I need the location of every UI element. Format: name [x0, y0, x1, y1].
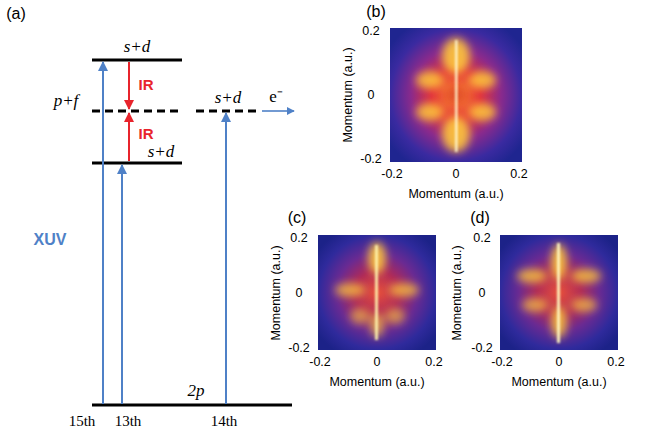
ir-label: IR — [139, 77, 154, 92]
tick-label: -0.2 — [491, 356, 513, 369]
harmonic-label: 14th — [211, 414, 238, 429]
ir-label: IR — [139, 126, 154, 141]
tick-label: 0.2 — [510, 168, 527, 181]
tick-label: 0 — [296, 287, 303, 300]
tick-label: -0.2 — [288, 342, 310, 355]
level-label: 2p — [188, 382, 205, 399]
tick-label: 0.2 — [607, 356, 624, 369]
tick-label: -0.2 — [471, 342, 493, 355]
panel-label: (a) — [6, 6, 26, 22]
axis-title: Momentum (a.u.) — [408, 188, 503, 201]
xuv-label: XUV — [34, 232, 67, 248]
tick-label: 0 — [374, 356, 381, 369]
harmonic-label: 15th — [69, 414, 96, 429]
momentum-image — [390, 28, 522, 162]
axis-title: Momentum (a.u.) — [511, 376, 606, 389]
panel-label: (c) — [288, 210, 307, 226]
tick-label: 0 — [556, 356, 563, 369]
axis-title: Momentum (a.u.) — [451, 245, 464, 340]
tick-label: -0.2 — [360, 153, 382, 166]
electron-label: e⁻ — [269, 88, 283, 105]
tick-label: 0 — [368, 89, 375, 102]
tick-label: 0 — [453, 168, 460, 181]
tick-label: 0.2 — [473, 232, 490, 245]
panel-label: (d) — [470, 210, 490, 226]
panel-label: (b) — [366, 4, 386, 20]
level-label: p+f — [54, 92, 79, 109]
tick-label: -0.2 — [381, 168, 403, 181]
momentum-image — [500, 235, 618, 350]
tick-label: -0.2 — [309, 356, 331, 369]
tick-label: 0.2 — [425, 356, 442, 369]
axis-title: Momentum (a.u.) — [270, 245, 283, 340]
axis-title: Momentum (a.u.) — [329, 376, 424, 389]
level-label: s+d — [148, 143, 175, 160]
tick-label: 0 — [479, 287, 486, 300]
ir-arrows — [128, 62, 130, 161]
xuv-arrows — [103, 62, 294, 404]
momentum-image — [318, 235, 436, 350]
harmonic-label: 13th — [115, 414, 142, 429]
level-label: s+d — [124, 38, 151, 55]
tick-label: 0.2 — [290, 232, 307, 245]
level-label: s+d — [215, 89, 242, 106]
tick-label: 0.2 — [362, 25, 379, 38]
axis-title: Momentum (a.u.) — [342, 47, 355, 142]
